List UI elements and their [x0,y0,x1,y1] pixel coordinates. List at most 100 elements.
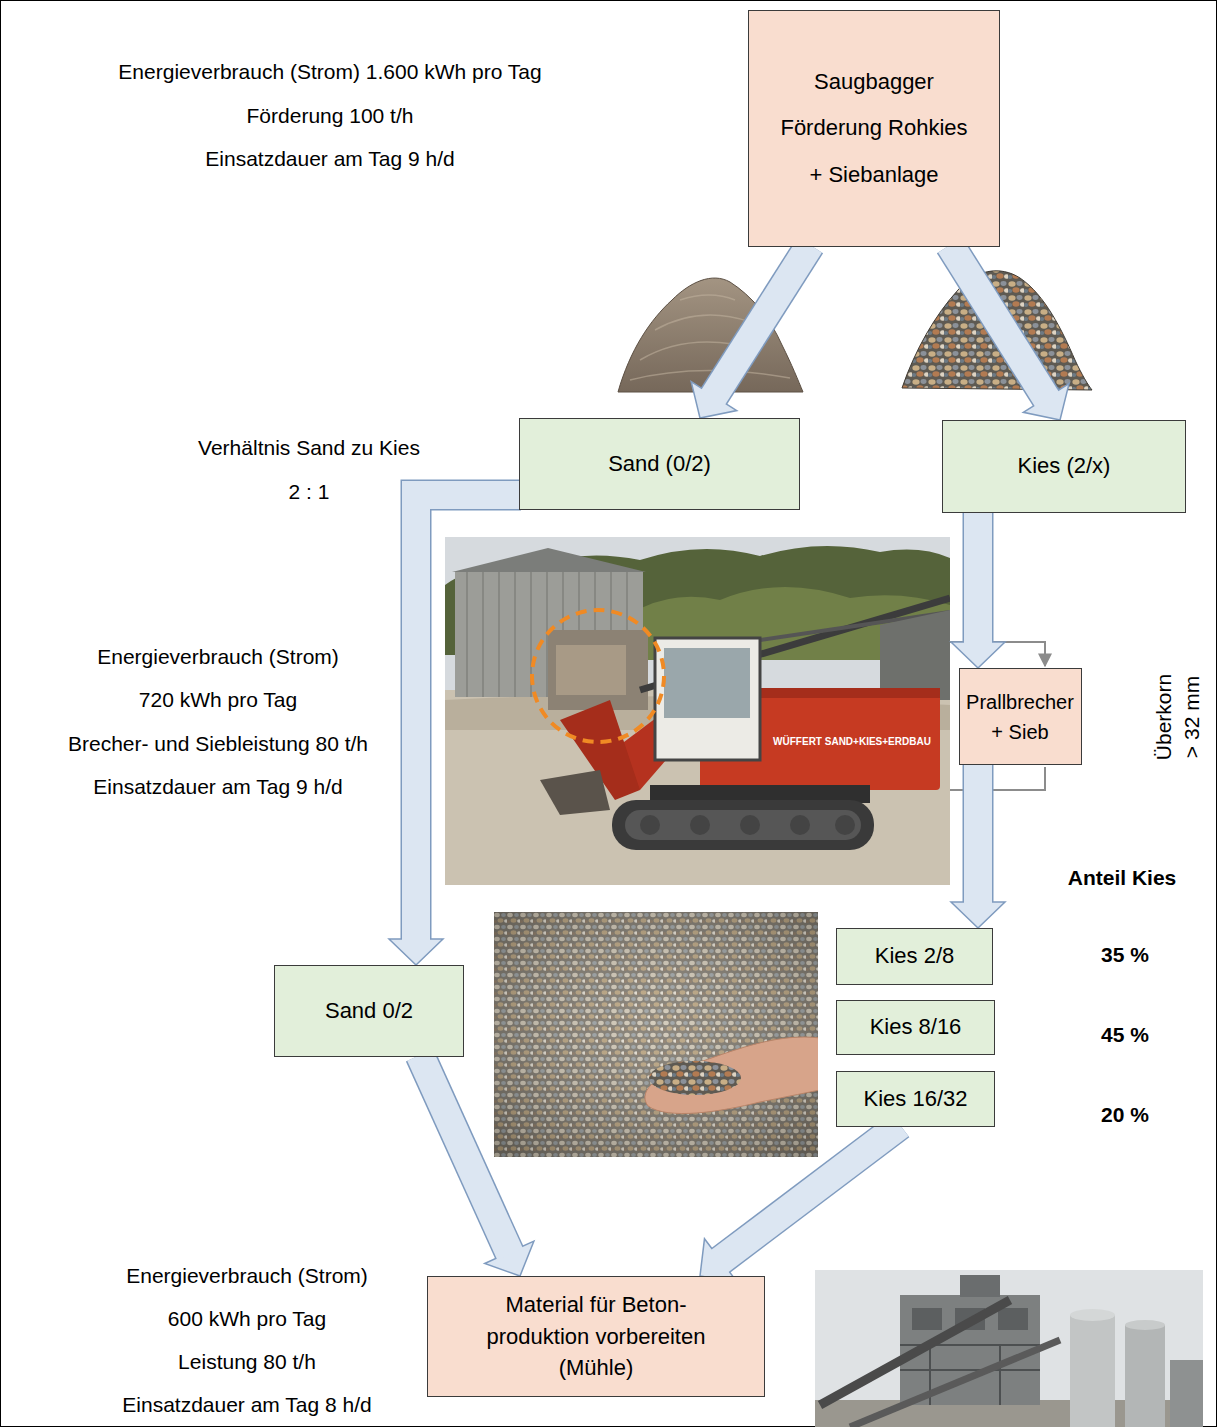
arrow-body [719,1125,900,1262]
box-text: Sand 0/2 [325,997,413,1026]
plant-photo-part-part [610,572,612,630]
box-text: Kies 16/32 [864,1085,968,1114]
arrow-body [950,245,1047,400]
mill-plant-photo-part [1125,1325,1165,1427]
duration-note: Einsatzdauer am Tag 9 h/d [93,774,342,799]
product-box: Sand 0/2 [274,965,464,1057]
product-box: Kies 16/32 [836,1071,995,1127]
capacity-note: Förderung 100 t/h [247,103,414,128]
plant-photo-part-part [626,572,628,630]
flow-arrow [389,495,521,965]
arrow-body [420,1055,510,1254]
gravel-photo [494,912,818,1157]
arrow-head [951,642,1005,668]
plant-photo-part-part [466,572,468,697]
plant-photo-part [445,537,950,885]
plant-photo-part [452,548,646,572]
duration-note: Einsatzdauer am Tag 9 h/d [205,146,454,171]
box-text: Sand (0/2) [608,450,711,479]
box-text: Kies 8/16 [870,1013,962,1042]
product-box: Kies 8/16 [836,1000,995,1055]
plant-photo-part [880,610,950,700]
mill-plant-photo-part [820,1300,1010,1405]
box-text: Material für Beton-produktion vorbereite… [466,1289,726,1385]
sand-pile-part-part [680,295,735,300]
arrow-outline [416,495,521,939]
flow-arrow [700,1125,900,1282]
ratio-note: Verhältnis Sand zu Kies [198,435,420,460]
mill-plant-photo-part [998,1308,1028,1330]
gravel-photo-part [645,1037,818,1114]
mill-plant-photo-part-part [900,1369,1040,1371]
mill-plant-photo-part [1070,1309,1115,1321]
plant-photo-part-part [578,572,580,630]
mill-plant-photo-part [1125,1320,1165,1330]
arrow-head [951,902,1005,928]
plant-photo-part [640,815,660,835]
plant-photo-part [532,610,664,742]
plant-photo-part [540,770,610,815]
share-value: 35 % [1101,942,1149,967]
plant-photo-part [556,645,626,695]
process-box: Saugbagger Förderung Rohkies + Siebanlag… [748,10,1000,247]
plant-photo-part [740,815,760,835]
share-heading: Anteil Kies [1068,865,1177,890]
oversize-note: Überkorn > 32 mm [1150,669,1207,765]
mill-plant-photo-part [1170,1360,1203,1427]
mill-plant-photo-part [1070,1315,1115,1427]
gravel-photo-part [649,1061,741,1095]
plant-photo-part-part [514,572,516,697]
plant-photo-part-part [482,572,484,697]
box-text: Saugbagger Förderung Rohkies + Siebanlag… [777,59,972,198]
sand-pile-part-part [655,315,750,330]
flow-arrow [950,245,1069,420]
plant-photo-part [790,815,810,835]
energy-note: 600 kWh pro Tag [168,1306,326,1331]
gravel-photo-part [494,912,818,1157]
plant-photo-part [548,630,648,710]
flow-arrow [951,763,1005,928]
mill-plant-photo-part [850,1340,1060,1427]
machine-logo: WÜFFERT SAND+KIES+ERDBAU [773,736,931,748]
plant-photo-part [664,648,750,718]
plant-photo-part-part [498,572,500,697]
arrow-body [713,245,810,398]
capacity-note: Brecher- und Siebleistung 80 t/h [68,731,368,756]
energy-note: Energieverbrauch (Strom) [126,1263,368,1288]
mill-plant-photo-part-part [999,1345,1001,1405]
plant-photo-part [655,638,760,760]
product-box: Kies (2/x) [942,420,1186,513]
process-box: Prallbrecher + Sieb [959,668,1082,765]
gravel-photo-part [494,912,818,1157]
mill-plant-photo-part [815,1270,1203,1427]
capacity-note: Leistung 80 t/h [178,1349,316,1374]
process-box: Material für Beton-produktion vorbereite… [427,1276,765,1397]
share-value: 45 % [1101,1022,1149,1047]
energy-note: Energieverbrauch (Strom) [97,644,339,669]
arrow-body [416,495,521,941]
arrow-head [389,939,443,965]
flow-arrow [420,1055,534,1276]
box-text: Kies 2/8 [875,942,955,971]
product-box: Sand (0/2) [519,418,800,510]
duration-note: Einsatzdauer am Tag 8 h/d [122,1392,371,1417]
box-text: Prallbrecher + Sieb [964,687,1076,747]
box-text: Kies (2/x) [1018,452,1111,481]
ratio-value: 2 : 1 [289,479,330,504]
energy-note: 720 kWh pro Tag [139,687,297,712]
plant-photo-part-part [594,572,596,630]
mill-plant-photo-part [960,1275,1000,1297]
plant-photo-part [612,800,874,850]
mill-plant-photo [815,1270,1203,1427]
plant-photo-part [835,815,855,835]
plant-photo-part [625,810,861,840]
flow-arrow [691,245,810,418]
energy-note: Energieverbrauch (Strom) 1.600 kWh pro T… [118,59,541,84]
plant-photo [445,537,950,885]
mill-plant-photo-part [912,1308,942,1330]
product-box: Kies 2/8 [836,928,993,985]
